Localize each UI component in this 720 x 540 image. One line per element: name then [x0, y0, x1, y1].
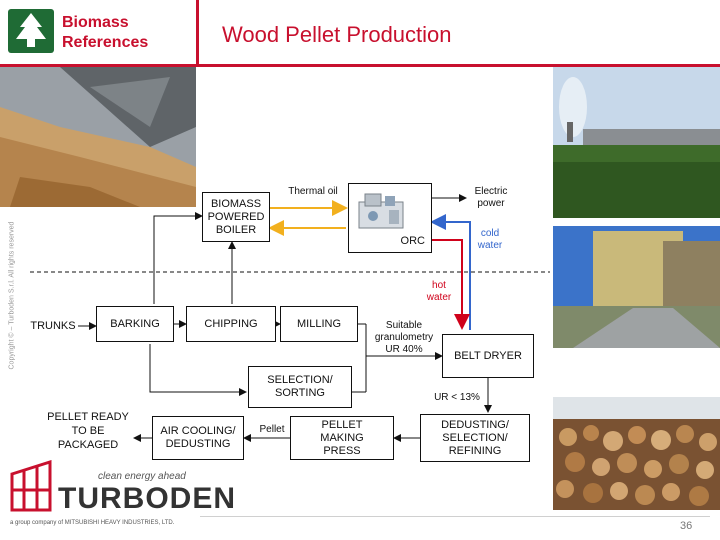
air-cooling-box: AIR COOLING/ DEDUSTING	[152, 416, 244, 460]
milling-box: MILLING	[280, 306, 358, 342]
orc-box: ORC	[348, 183, 432, 253]
page-number: 36	[680, 520, 693, 532]
tree-logo-icon	[8, 9, 54, 53]
slogan-text: clean energy ahead	[98, 471, 186, 482]
wood-chips-photo	[0, 67, 196, 207]
hot-water-label: hot water	[426, 280, 452, 303]
brand-wordmark: TURBODEN	[58, 482, 236, 515]
electric-power-label: Electric power	[474, 186, 508, 209]
log-pile-photo	[553, 397, 720, 510]
suitable-granulometry-label: Suitable granulometry UR 40%	[374, 320, 434, 355]
moisture-label: UR < 13%	[434, 392, 480, 403]
cold-water-label: cold water	[477, 228, 503, 251]
header-divider	[196, 0, 199, 66]
dedusting-box: DEDUSTING/ SELECTION/ REFINING	[420, 414, 530, 462]
header-rule	[0, 64, 720, 67]
pellet-ready-label: PELLET READY TO BE PACKAGED	[47, 411, 129, 451]
thermal-oil-label: Thermal oil	[288, 186, 338, 197]
orc-label: ORC	[400, 235, 425, 247]
section-label: Biomass References	[62, 14, 149, 51]
orc-unit-icon	[358, 193, 404, 229]
belt-dryer-box: BELT DRYER	[442, 334, 534, 378]
barking-box: BARKING	[96, 306, 174, 342]
pellet-press-box: PELLET MAKING PRESS	[290, 416, 394, 460]
plant-field-photo	[553, 67, 720, 218]
pellet-label: Pellet	[259, 424, 285, 435]
trunks-label: TRUNKS	[30, 320, 76, 332]
page-title: Wood Pellet Production	[222, 22, 452, 47]
plant-building-photo	[553, 226, 720, 348]
turboden-logo-icon	[10, 459, 56, 512]
chipping-box: CHIPPING	[186, 306, 276, 342]
selection-box: SELECTION/ SORTING	[248, 366, 352, 408]
boiler-box: BIOMASS POWERED BOILER	[202, 192, 270, 242]
copyright-text: Copyright © – Turboden S.r.l. All rights…	[8, 221, 16, 370]
group-text: a group company of MITSUBISHI HEAVY INDU…	[10, 520, 175, 526]
footer-rule	[200, 516, 710, 517]
